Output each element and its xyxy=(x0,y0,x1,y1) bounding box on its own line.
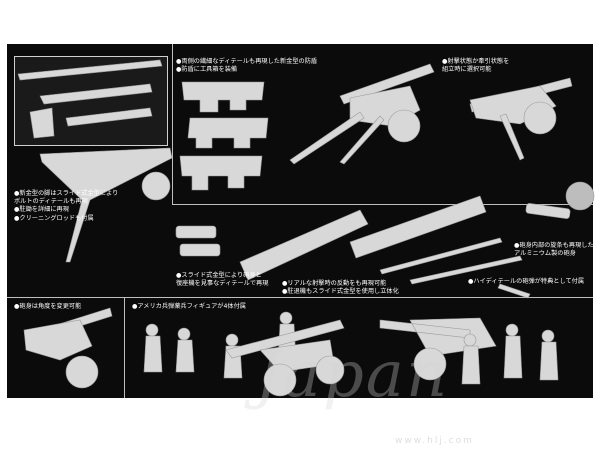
figure-7-head xyxy=(541,329,555,343)
note-firing-state-line2: 組立時に選択可能 xyxy=(442,66,492,74)
divider-v-top xyxy=(172,44,173,204)
note-barrel-detail-line2: ●防盾に工具箱を装備 xyxy=(176,66,238,74)
figure-6-body xyxy=(503,335,523,379)
note-elevation-line1: ●砲身は角度を変更可能 xyxy=(14,303,82,310)
trail-wheel xyxy=(141,171,171,201)
note-firing-state: ●射撃状態か牽引状態を 組立時に選択可能 xyxy=(442,58,509,74)
note-barrel-rifling: ●砲身内部の旋条も再現した アルミニウム製の砲身 xyxy=(514,242,594,258)
scene-wheel-1 xyxy=(263,363,297,397)
artillery-shell xyxy=(497,283,531,299)
note-barrel-rifling-line2: アルミニウム製の砲身 xyxy=(514,250,576,258)
figure-1-head xyxy=(145,323,159,337)
note-recoil: ●リアルな射撃時の反動をも再現可能 ●駐退機もスライド式金型を使用し立体化 xyxy=(282,280,399,296)
note-trail-line3: ●駐鋤を詳細に再現 xyxy=(14,206,69,214)
note-figures-line1: ●アメリカ兵弾薬兵フィギュアが4体付属 xyxy=(132,303,246,310)
note-hi-detail: ●ハイディテールの砲弾が特典として付属 xyxy=(468,278,584,286)
figure-2-head xyxy=(177,327,191,341)
note-barrel-detail: ●両側の繊細なディテールも再現した新金型の防盾 ●防盾に工具箱を装備 xyxy=(176,58,317,74)
howitzer-firing-wheel xyxy=(387,109,421,143)
figure-3-head xyxy=(225,333,239,347)
barrel-part-2 xyxy=(39,83,153,105)
recoil-assembly-2 xyxy=(349,195,487,259)
figure-4-head xyxy=(279,311,293,325)
figure-5-body xyxy=(461,345,481,385)
gun-trail xyxy=(39,147,173,263)
scene-wheel-2 xyxy=(315,355,345,385)
barrel-bore-closeup xyxy=(565,181,595,211)
elevation-gun-wheel xyxy=(65,355,99,389)
figure-1-body xyxy=(143,335,163,373)
note-slide-mold: ●スライド式金型により砲身と 復座機を見事なディテールで再現 xyxy=(176,272,268,288)
note-trail: ●新金型の脚はスライド式金型により ボルトのディテールも再現 ●駐鋤を詳細に再現… xyxy=(14,190,118,223)
shield-piece-3 xyxy=(179,155,263,191)
howitzer-towed-wheel xyxy=(523,101,557,135)
note-firing-state-line1: ●射撃状態か牽引状態を xyxy=(442,58,510,65)
figure-2-body xyxy=(175,339,195,373)
recoil-assembly-1 xyxy=(239,209,369,281)
barrel-part-4 xyxy=(29,107,55,139)
rod-2 xyxy=(409,255,523,285)
watermark-url: www.hlj.com xyxy=(395,436,474,446)
recoil-part-2 xyxy=(179,243,221,257)
divider-v-lower xyxy=(124,297,125,398)
note-hi-detail-line1: ●ハイディテールの砲弾が特典として付属 xyxy=(468,278,585,285)
figure-6-head xyxy=(505,323,519,337)
barrel-part-3 xyxy=(65,107,153,127)
watermark-brand: Japan xyxy=(255,338,450,412)
howitzer-towed-trail xyxy=(499,113,525,161)
rod-1 xyxy=(379,237,503,275)
recoil-part-1 xyxy=(175,225,217,239)
scene-wheel-3 xyxy=(413,347,447,381)
note-slide-mold-line2: 復座機を見事なディテールで再現 xyxy=(176,280,269,288)
shield-piece-1 xyxy=(181,81,265,113)
note-figures: ●アメリカ兵弾薬兵フィギュアが4体付属 xyxy=(132,303,246,311)
figure-7-body xyxy=(539,341,559,381)
note-trail-line4: ●クリーニングロッドも付属 xyxy=(14,214,94,222)
divider-h-mid xyxy=(172,204,593,205)
howitzer-firing-barrel xyxy=(339,63,435,105)
figure-5-head xyxy=(463,333,477,347)
aluminum-barrel-part xyxy=(525,203,571,219)
note-slide-mold-line1: ●スライド式金型により砲身と xyxy=(176,272,262,279)
note-barrel-rifling-line1: ●砲身内部の旋条も再現した xyxy=(514,242,594,249)
shield-piece-2 xyxy=(187,117,269,149)
note-trail-line1: ●新金型の脚はスライド式金型により xyxy=(14,190,119,197)
elevation-gun-body xyxy=(23,319,93,361)
barrel-part-1 xyxy=(17,59,163,81)
howitzer-firing-trail xyxy=(289,111,385,165)
note-trail-line2: ボルトのディテールも再現 xyxy=(14,198,88,206)
note-recoil-line2: ●駐退機もスライド式金型を使用し立体化 xyxy=(282,288,399,296)
note-elevation: ●砲身は角度を変更可能 xyxy=(14,303,81,311)
note-barrel-detail-line1: ●両側の繊細なディテールも再現した新金型の防盾 xyxy=(176,58,318,65)
note-recoil-line1: ●リアルな射撃時の反動をも再現可能 xyxy=(282,280,387,287)
divider-h-lower xyxy=(7,297,593,298)
